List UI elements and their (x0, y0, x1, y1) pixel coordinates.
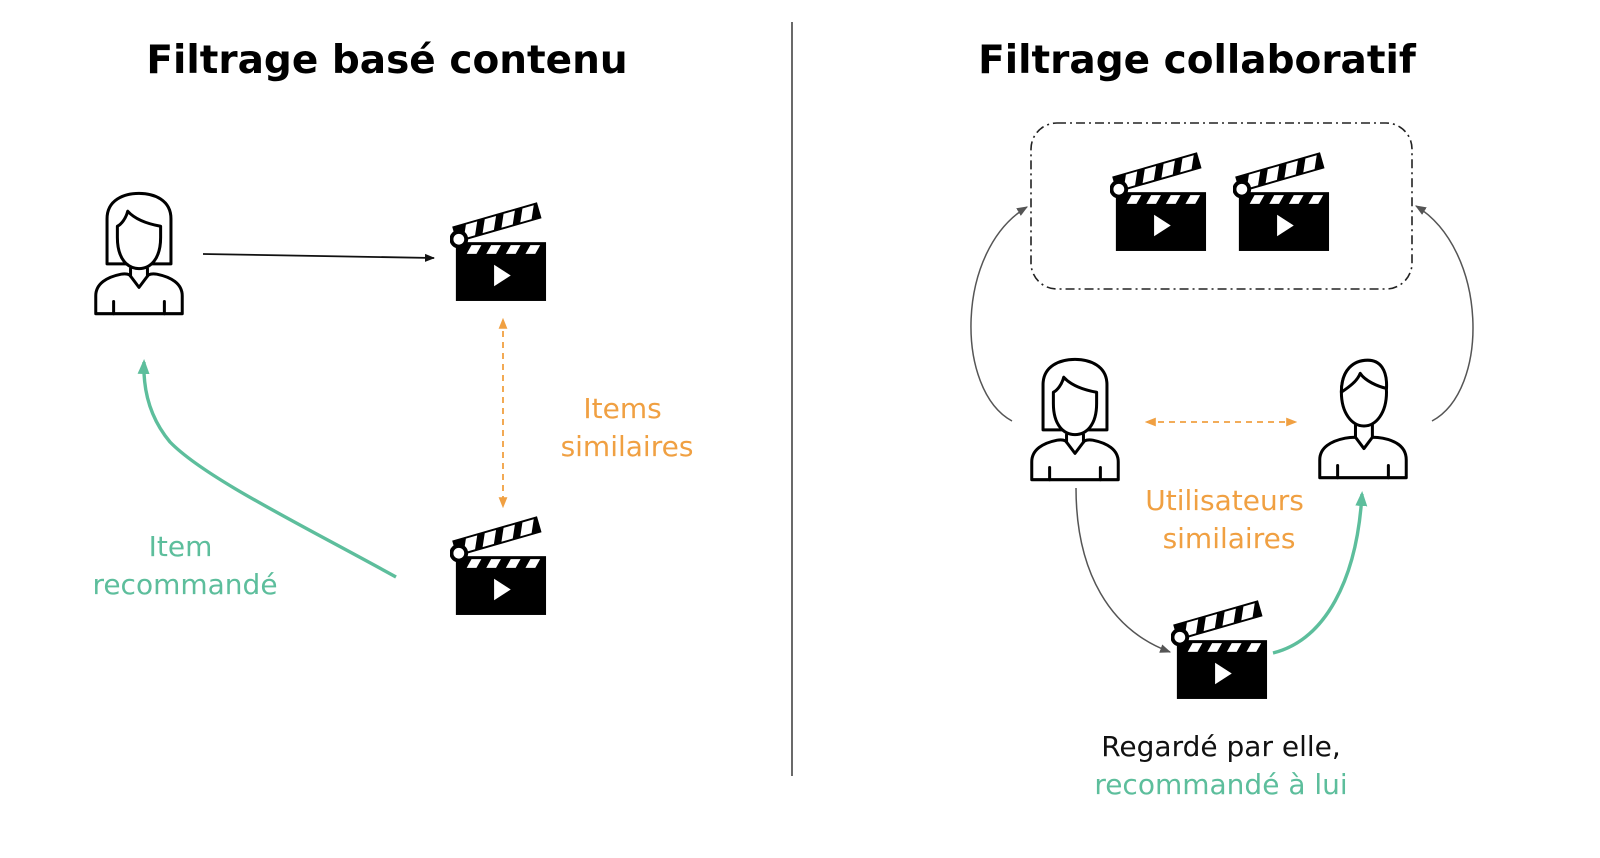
woman-user-icon (94, 191, 184, 316)
content-based-panel: Filtrage basé contenu Items similaires I… (92, 38, 694, 617)
recommended-to-him-caption: recommandé à lui (1094, 768, 1347, 801)
woman-watched-movie-arrow (1075, 487, 1172, 653)
woman-user-icon (1030, 357, 1120, 482)
man-watched-shared-arrow (1415, 205, 1474, 422)
shared-movies-group (1030, 122, 1413, 290)
clapperboard-icon (450, 200, 548, 303)
recommended-item-label: Item recommandé (92, 530, 277, 601)
clapperboard-icon (1110, 150, 1208, 253)
clapperboard-icon (1233, 150, 1331, 253)
clapperboard-icon (1171, 598, 1269, 701)
recommendation-arrow (137, 359, 397, 579)
similar-users-label: Utilisateurs similaires (1145, 484, 1313, 555)
man-user-icon (1318, 358, 1408, 480)
collaborative-title: Filtrage collaboratif (978, 38, 1417, 83)
watched-by-her-caption: Regardé par elle, (1101, 730, 1341, 763)
collaborative-panel: Filtrage collaboratif Utilisateurs simil… (970, 38, 1474, 801)
content-based-title: Filtrage basé contenu (146, 38, 627, 83)
similar-items-label: Items similaires (561, 392, 694, 463)
watched-arrow (202, 253, 435, 262)
recommendation-to-man-arrow (1272, 491, 1368, 655)
woman-watched-shared-arrow (970, 206, 1028, 422)
clapperboard-icon (450, 514, 548, 617)
